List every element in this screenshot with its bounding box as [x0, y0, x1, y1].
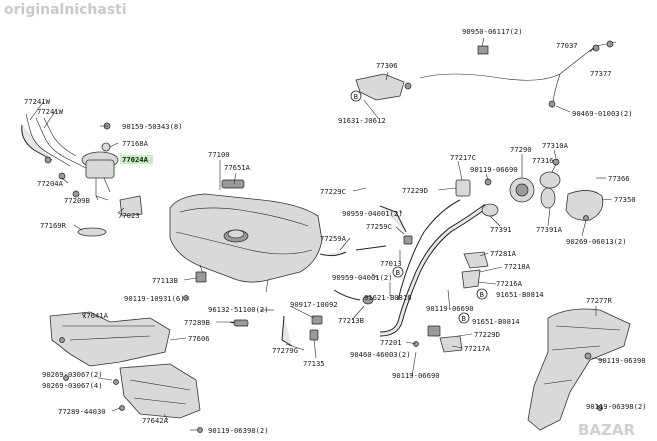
- filler-neck-parts: [455, 158, 604, 221]
- label-77651A: 77651A: [224, 163, 251, 172]
- label-77281A: 77281A: [490, 249, 517, 258]
- label-90159: 90159-50343(8): [122, 122, 183, 131]
- svg-text:B: B: [354, 92, 358, 101]
- label-77366: 77366: [608, 174, 630, 183]
- b-markers: B B B B: [350, 90, 488, 324]
- label-77169R: 77169R: [40, 221, 67, 230]
- hoses-bottom-center: [229, 245, 387, 347]
- label-90119-06690-b: 90119-06690: [426, 304, 474, 313]
- label-77279G: 77279G: [272, 346, 298, 355]
- highlight-77024A: [120, 155, 153, 164]
- label-77037: 77037: [556, 41, 578, 50]
- label-77241W-b: 77241W: [37, 107, 64, 116]
- label-90119-06398-a: 90119-06398(2): [208, 426, 269, 435]
- part-labels: 77241W 77241W 90159-50343(8) 77168A 7702…: [24, 27, 647, 435]
- brackets-left-mid: [183, 271, 207, 301]
- fuel-lines-left: [21, 113, 87, 198]
- label-77100: 77100: [208, 150, 230, 159]
- label-77168A: 77168A: [122, 139, 149, 148]
- svg-text:B: B: [462, 314, 466, 323]
- label-77606: 77606: [188, 334, 210, 343]
- label-77310A: 77310A: [542, 141, 569, 150]
- label-96132: 96132-51100(2): [208, 305, 269, 314]
- label-91621: 91621-B0816: [364, 293, 412, 302]
- label-77229D-b: 77229D: [474, 330, 500, 339]
- label-90950: 90950-06117(2): [462, 27, 523, 36]
- label-90269-a: 90269-03067(2): [42, 370, 103, 379]
- label-77217C: 77217C: [450, 153, 476, 162]
- watermark-text: originalnichasti: [4, 2, 127, 18]
- label-90119-06690-a: 90119-06690: [470, 165, 518, 174]
- label-77290: 77290: [510, 145, 532, 154]
- brackets-center-right: [413, 251, 489, 353]
- label-90460: 90460-46003(2): [350, 350, 411, 359]
- label-91651-a: 91651-B0814: [496, 290, 544, 299]
- filler-pipe-77201: [379, 199, 499, 337]
- label-77023: 77023: [118, 211, 140, 220]
- label-77289B: 77289B: [184, 318, 210, 327]
- label-90959-b: 90959-04001(2): [332, 273, 393, 282]
- label-77229C: 77229C: [320, 187, 346, 196]
- label-77377: 77377: [590, 69, 612, 78]
- fuel-tank-77100: [169, 179, 323, 293]
- label-77013: 77013: [380, 259, 402, 268]
- label-77391: 77391: [490, 225, 512, 234]
- label-77259A: 77259A: [320, 234, 347, 243]
- label-77350: 77350: [614, 195, 636, 204]
- svg-text:B: B: [480, 290, 484, 299]
- label-90469: 90469-01003(2): [572, 109, 633, 118]
- label-77316: 77316: [532, 156, 554, 165]
- charcoal-canister-77277R: [527, 308, 631, 431]
- label-77024A: 77024A: [122, 155, 149, 164]
- label-77641A: 77641A: [82, 311, 109, 320]
- label-77218A: 77218A: [504, 262, 531, 271]
- label-77241W-a: 77241W: [24, 97, 51, 106]
- label-77391A: 77391A: [536, 225, 563, 234]
- label-77213B: 77213B: [338, 316, 364, 325]
- label-77277R: 77277R: [586, 296, 613, 305]
- label-77306: 77306: [376, 61, 398, 70]
- label-77642A: 77642A: [142, 416, 169, 425]
- label-90917: 90917-10092: [290, 300, 338, 309]
- label-77259C: 77259C: [366, 222, 392, 231]
- label-90959-a: 90959-04001(2): [342, 209, 403, 218]
- label-77135: 77135: [303, 359, 325, 368]
- label-90119-06398-c: 90119-06398(2): [586, 402, 647, 411]
- label-90269-b: 90269-03067(4): [42, 381, 103, 390]
- label-91651-b: 91651-B0814: [472, 317, 520, 326]
- label-77209B: 77209B: [64, 196, 90, 205]
- label-90119-06398-b: 90119-06398: [598, 356, 646, 365]
- heat-shields: [49, 311, 203, 433]
- fuel-lid-cable: [355, 40, 617, 109]
- label-77216A: 77216A: [496, 279, 523, 288]
- label-90119-10931: 90119-10931(6): [124, 294, 185, 303]
- svg-text:B: B: [396, 268, 400, 277]
- label-77289-44030: 77289-44030: [58, 407, 106, 416]
- label-90119-06690-c: 90119-06690: [392, 371, 440, 380]
- label-77217A: 77217A: [464, 344, 491, 353]
- label-77113B: 77113B: [152, 276, 178, 285]
- label-91631: 91631-J0612: [338, 116, 386, 125]
- label-77201: 77201: [380, 338, 402, 347]
- watermark-corner-text: BAZAR: [578, 421, 636, 439]
- leader-lines: [29, 37, 613, 431]
- label-90269-06013: 90269-06013(2): [566, 237, 627, 246]
- label-77204A: 77204A: [37, 179, 64, 188]
- label-77229D: 77229D: [402, 186, 428, 195]
